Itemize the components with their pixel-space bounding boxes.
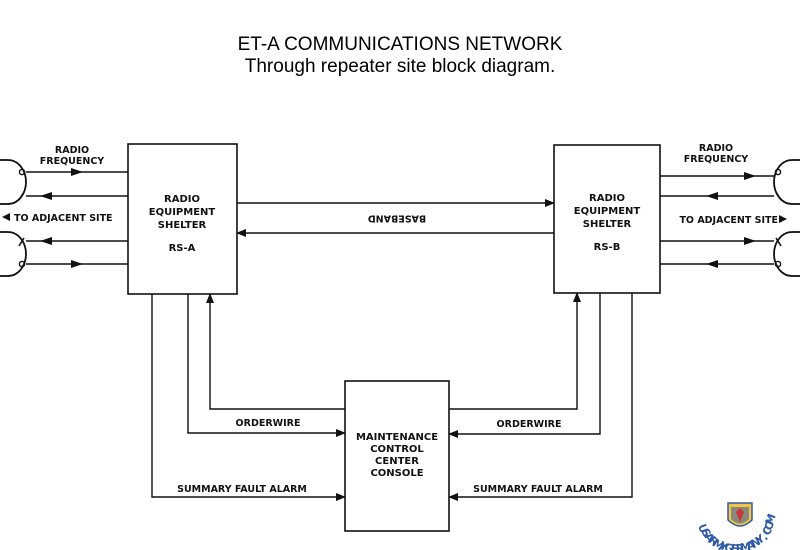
shelter-b-line2: EQUIPMENT [574,206,641,217]
left-feed-3 [18,237,25,247]
watermark-letter: Y [716,538,731,550]
left-rf-arrow-1 [71,168,83,176]
rf-left-label-line1: RADIO [55,145,89,156]
diagram-title: ET-A COMMUNICATIONS NETWORK [237,34,563,55]
adjacent-site-left-label: TO ADJACENT SITE [14,213,113,224]
shelter-a-line3: SHELTER [158,220,207,231]
watermark-letter: M [739,540,752,550]
right-feed-1 [774,168,782,176]
left-feed-1 [18,168,26,176]
right-antenna-lower [773,231,800,277]
shelter-b-id: RS-B [594,242,621,253]
orderwire-right-down-line [448,293,601,438]
baseband-label: BASEBAND [368,213,426,224]
right-rf-arrow-2 [706,192,718,200]
left-feed-2 [18,191,25,201]
rf-left-label-line2: FREQUENCY [40,156,104,167]
left-rf-arrow-3 [40,237,52,245]
rf-right-label-line2: FREQUENCY [684,154,748,165]
left-rf-arrow-2 [40,192,52,200]
shelter-a-line1: RADIO [164,194,200,205]
maintenance-console-box [344,380,450,532]
right-adjacent-arrow [779,215,787,223]
watermark-text: USARMYGERMANY.COM [695,512,779,550]
right-feed-2 [775,191,782,201]
rf-right-label-line1: RADIO [699,143,733,154]
right-rf-arrow-4 [706,260,718,268]
orderwire-right-up-line [449,292,581,410]
orderwire-left-down-line [187,294,346,437]
watermark-letter: G [723,541,736,550]
left-antenna-upper [0,159,27,205]
watermark: USARMYGERMANY.COM [695,502,779,550]
watermark-letter: U [695,522,710,535]
fault-alarm-right-label: SUMMARY FAULT ALARM [473,484,603,495]
orderwire-left-label: ORDERWIRE [236,418,301,429]
console-line3: CENTER [375,456,419,467]
shelter-b-line3: SHELTER [583,219,632,230]
fault-alarm-left-line [151,294,346,501]
orderwire-right-label: ORDERWIRE [497,419,562,430]
baseband-label-group: BASEBAND [368,213,426,224]
right-feed-3 [775,237,782,247]
console-line2: CONTROL [370,444,424,455]
left-feed-4 [18,260,26,268]
shelter-b-line1: RADIO [589,193,625,204]
diagram-subtitle: Through repeater site block diagram. [244,56,556,77]
console-line4: CONSOLE [370,468,423,479]
orderwire-left-up-line [206,293,345,410]
left-antenna-lower [0,231,27,277]
right-feed-4 [774,260,782,268]
shelter-a-id: RS-A [169,243,196,254]
watermark-letter: R [736,542,745,550]
left-rf-arrow-4 [71,260,83,268]
fault-alarm-left-label: SUMMARY FAULT ALARM [177,484,307,495]
radio-equipment-shelter-b-box [553,144,661,294]
fault-alarm-right-line [448,293,633,501]
right-rf-arrow-3 [744,237,756,245]
shelter-a-line2: EQUIPMENT [149,207,216,218]
watermark-letter: M [763,512,779,527]
right-antenna-upper [773,159,800,205]
radio-equipment-shelter-a-box [127,143,238,295]
left-adjacent-arrow [2,213,10,221]
watermark-letter: E [730,542,739,550]
right-rf-arrow-1 [744,172,756,180]
adjacent-site-right-label: TO ADJACENT SITE [679,215,778,226]
console-line1: MAINTENANCE [356,432,438,443]
